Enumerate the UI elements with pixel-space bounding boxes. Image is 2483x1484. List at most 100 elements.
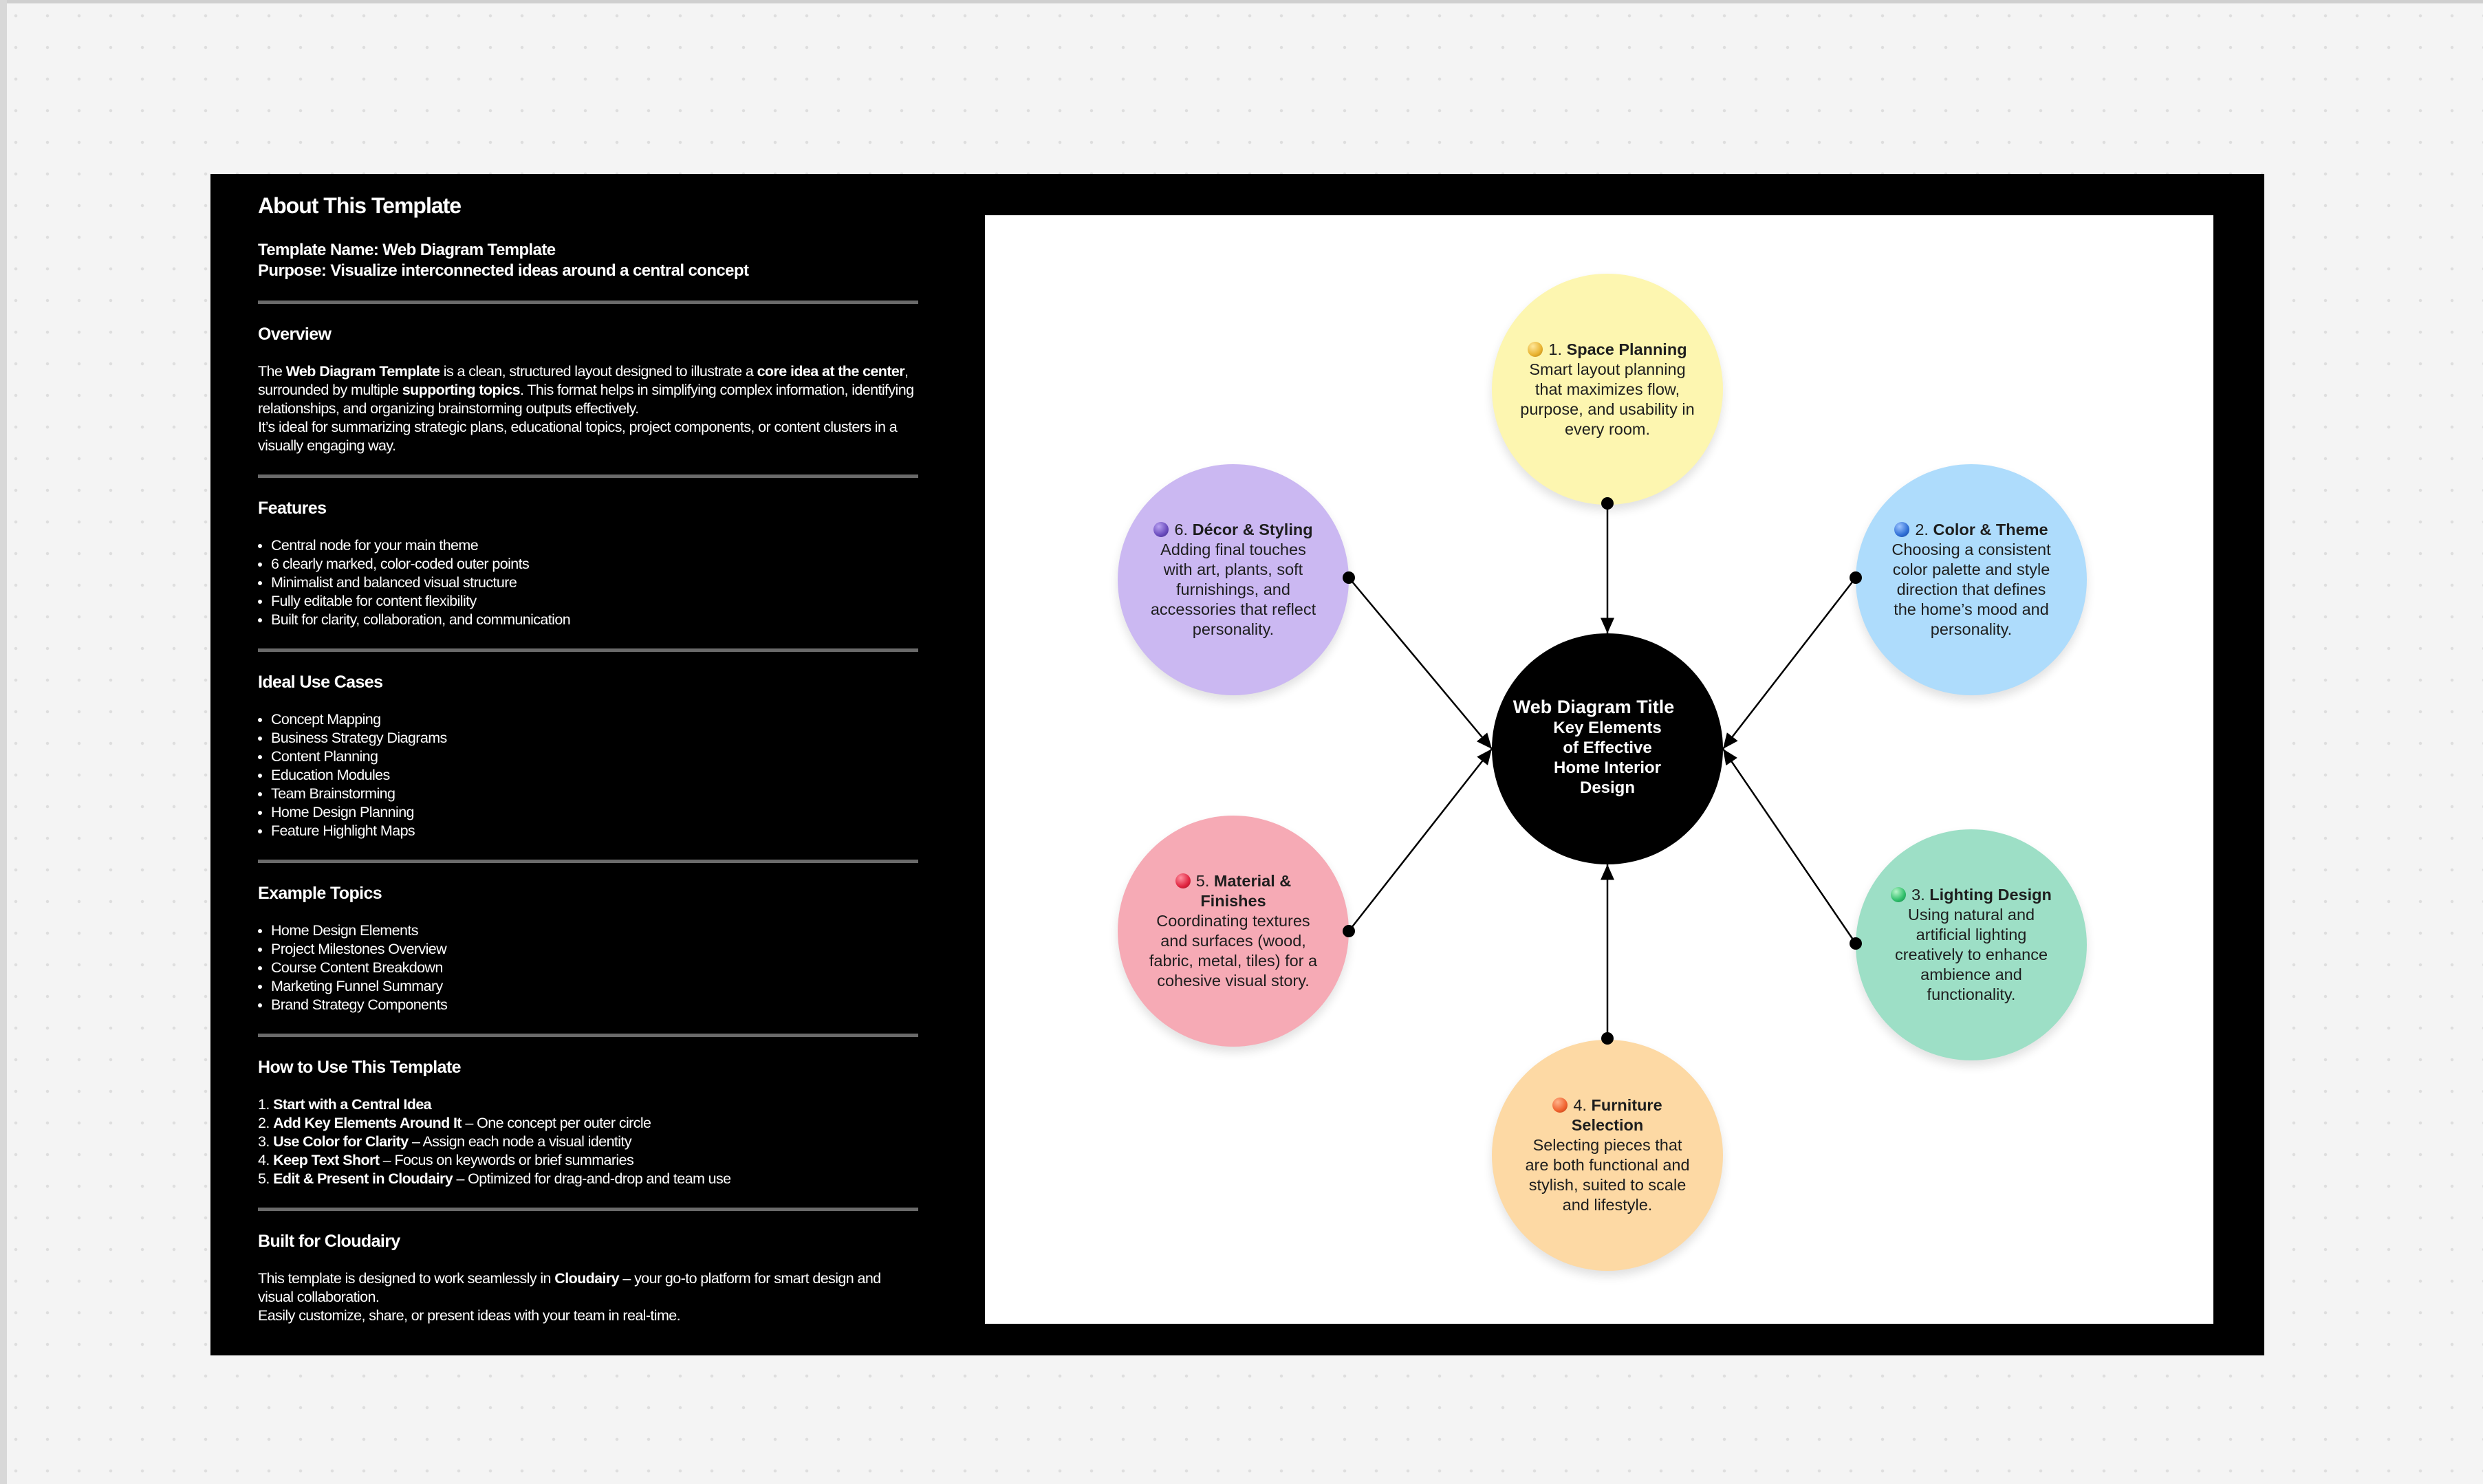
list-item: Feature Highlight Maps — [258, 822, 918, 840]
list-item: Minimalist and balanced visual structure — [258, 574, 918, 592]
overview-text: The Web Diagram Template is a clean, str… — [258, 362, 918, 455]
examples-list: Home Design Elements Project Milestones … — [258, 921, 918, 1014]
list-item: Fully editable for content flexibility — [258, 592, 918, 611]
node-title: 3. Lighting Design — [1891, 885, 2052, 905]
list-item: Course Content Breakdown — [258, 959, 918, 977]
list-item: Content Planning — [258, 748, 918, 766]
about-panel: About This Template Template Name: Web D… — [258, 193, 918, 1344]
bold-text: Edit & Present in Cloudairy — [273, 1170, 453, 1187]
purpose-value: Visualize interconnected ideas around a … — [326, 261, 749, 280]
bold-text: Cloudairy — [554, 1270, 620, 1287]
text: . This format helps in simplifying compl… — [258, 382, 914, 417]
item-number: 4. — [258, 1152, 274, 1168]
node-number: 6. — [1174, 521, 1193, 538]
central-title: Web Diagram Title — [1512, 697, 1675, 717]
features-list: Central node for your main theme 6 clear… — [258, 536, 918, 629]
how-to-list: 1. Start with a Central Idea 2. Add Key … — [258, 1095, 918, 1188]
bold-text: Web Diagram Template — [285, 363, 440, 380]
node-title: 2. Color & Theme — [1894, 520, 2048, 540]
list-item: Team Brainstorming — [258, 785, 918, 803]
overview-paragraph-2: It’s ideal for summarizing strategic pla… — [258, 419, 898, 454]
built-text: This template is designed to work seamle… — [258, 1269, 918, 1325]
node-description: Smart layout planning that maximizes flo… — [1520, 360, 1695, 438]
built-paragraph-2: Easily customize, share, or present idea… — [258, 1307, 681, 1324]
list-item: 1. Start with a Central Idea — [258, 1095, 918, 1114]
how-to-heading: How to Use This Template — [258, 1058, 462, 1077]
purple-ball-icon — [1153, 522, 1169, 537]
list-item: 2. Add Key Elements Around It – One conc… — [258, 1114, 918, 1133]
node-number: 5. — [1195, 872, 1214, 890]
list-item: Central node for your main theme — [258, 536, 918, 555]
node-title-text: Lighting Design — [1929, 886, 2052, 904]
node-color-theme[interactable]: 2. Color & Theme Choosing a consistent c… — [1856, 464, 2087, 695]
item-number: 3. — [258, 1133, 274, 1150]
bold-text: Keep Text Short — [273, 1152, 380, 1168]
text: – Focus on keywords or brief summaries — [379, 1152, 634, 1168]
text: is a clean, structured layout designed t… — [440, 363, 757, 380]
blue-ball-icon — [1894, 522, 1910, 537]
node-title: 5. Material & Finishes — [1145, 871, 1321, 911]
bold-text: supporting topics — [402, 382, 521, 398]
node-title-text: Furniture Selection — [1571, 1096, 1662, 1134]
node-description: Coordinating textures and surfaces (wood… — [1149, 912, 1318, 990]
text: , surrounded by multiple — [258, 363, 909, 398]
text: – Assign each node a visual identity — [408, 1133, 632, 1150]
list-item: 6 clearly marked, color-coded outer poin… — [258, 555, 918, 574]
list-item: Education Modules — [258, 766, 918, 785]
text: The — [258, 363, 286, 380]
node-number: 2. — [1915, 521, 1933, 538]
list-item: Home Design Elements — [258, 921, 918, 940]
bold-text: Add Key Elements Around It — [273, 1115, 462, 1131]
orange-ball-icon — [1552, 1098, 1568, 1113]
node-number: 1. — [1548, 340, 1567, 358]
item-number: 1. — [258, 1096, 274, 1113]
node-space-planning[interactable]: 1. Space Planning Smart layout planning … — [1492, 274, 1723, 505]
central-node[interactable]: Web Diagram Title Key Elements of Effect… — [1492, 633, 1723, 864]
examples-heading: Example Topics — [258, 884, 382, 903]
list-item: Project Milestones Overview — [258, 940, 918, 959]
canvas-top-border — [0, 0, 2483, 3]
node-description: Selecting pieces that are both functiona… — [1525, 1136, 1690, 1214]
node-description: Adding final touches with art, plants, s… — [1150, 541, 1316, 638]
features-heading: Features — [258, 499, 327, 518]
list-item: Concept Mapping — [258, 710, 918, 729]
use-cases-heading: Ideal Use Cases — [258, 673, 383, 692]
overview-paragraph-1: The Web Diagram Template is a clean, str… — [258, 362, 918, 418]
bold-text: Use Color for Clarity — [273, 1133, 409, 1150]
item-number: 5. — [258, 1170, 274, 1187]
built-heading: Built for Cloudairy — [258, 1232, 400, 1251]
red-ball-icon — [1175, 873, 1191, 888]
canvas-left-border — [0, 0, 7, 1484]
list-item: 4. Keep Text Short – Focus on keywords o… — [258, 1151, 918, 1170]
node-description: Using natural and artificial lighting cr… — [1894, 906, 2048, 1003]
bold-text: Start with a Central Idea — [273, 1096, 432, 1113]
template-meta: Template Name: Web Diagram Template Purp… — [258, 240, 918, 281]
node-number: 3. — [1911, 886, 1930, 904]
node-title: 4. Furniture Selection — [1519, 1095, 1695, 1135]
divider — [258, 1208, 918, 1211]
template-purpose: Purpose: Visualize interconnected ideas … — [258, 261, 918, 281]
item-number: 2. — [258, 1115, 274, 1131]
about-title: About This Template — [258, 193, 462, 218]
divider — [258, 1034, 918, 1037]
node-lighting-design[interactable]: 3. Lighting Design Using natural and art… — [1856, 829, 2087, 1060]
list-item: Home Design Planning — [258, 803, 918, 822]
template-name-value: Web Diagram Template — [378, 241, 556, 259]
node-title-text: Décor & Styling — [1192, 521, 1313, 538]
divider — [258, 648, 918, 652]
node-furniture-selection[interactable]: 4. Furniture Selection Selecting pieces … — [1492, 1040, 1723, 1271]
text: – your go-to platform for smart design a… — [258, 1270, 881, 1305]
green-ball-icon — [1891, 887, 1907, 902]
list-item: Built for clarity, collaboration, and co… — [258, 611, 918, 629]
node-decor-styling[interactable]: 6. Décor & Styling Adding final touches … — [1118, 464, 1349, 695]
central-subtitle: Key Elements of Effective Home Interior … — [1553, 719, 1662, 797]
node-material-finishes[interactable]: 5. Material & Finishes Coordinating text… — [1118, 816, 1349, 1047]
template-name-label: Template Name: — [258, 241, 379, 259]
node-title: 1. Space Planning — [1528, 340, 1687, 360]
gold-ball-icon — [1528, 341, 1543, 357]
purpose-label: Purpose: — [258, 261, 327, 280]
node-title-text: Space Planning — [1566, 340, 1687, 358]
list-item: 3. Use Color for Clarity – Assign each n… — [258, 1133, 918, 1151]
template-name: Template Name: Web Diagram Template — [258, 240, 918, 261]
text: This template is designed to work seamle… — [258, 1270, 555, 1287]
